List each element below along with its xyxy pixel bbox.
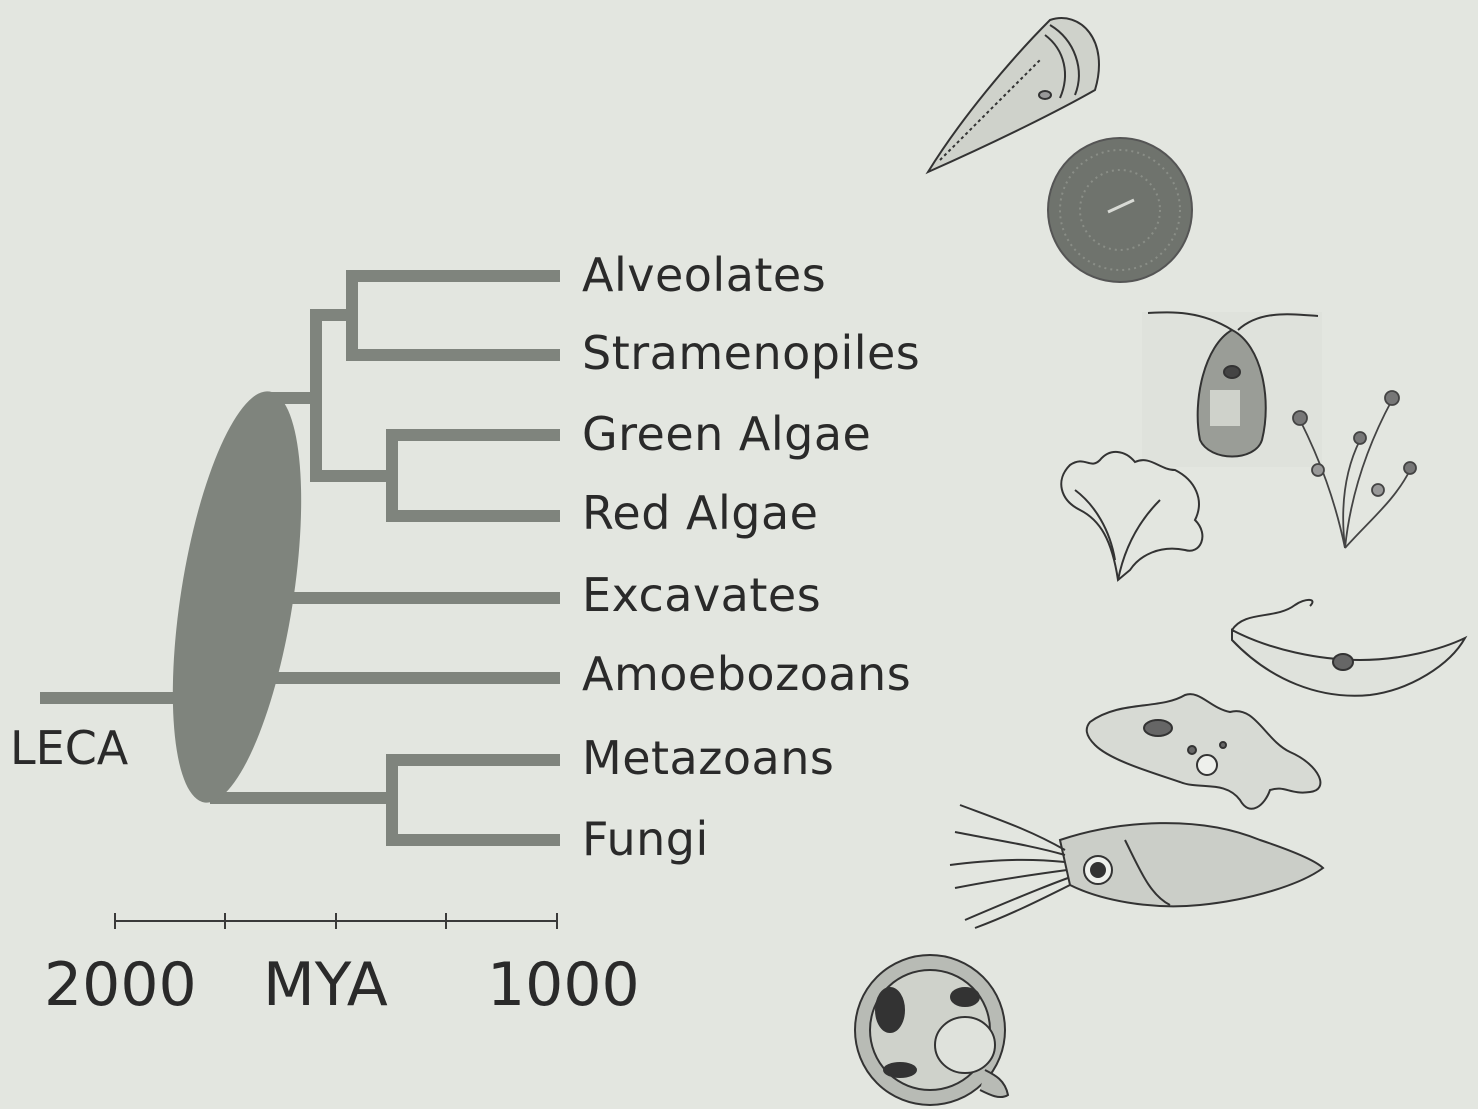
ciliate-icon [928, 18, 1099, 172]
amoeba-icon [1087, 694, 1321, 809]
yeast-cell-icon [855, 955, 1008, 1105]
diatom-icon [1048, 138, 1192, 282]
red-seaweed-icon [1061, 452, 1202, 580]
squid-icon [950, 805, 1323, 928]
flagellate-algae-icon [1142, 312, 1322, 467]
trypanosome-icon [1232, 600, 1465, 696]
